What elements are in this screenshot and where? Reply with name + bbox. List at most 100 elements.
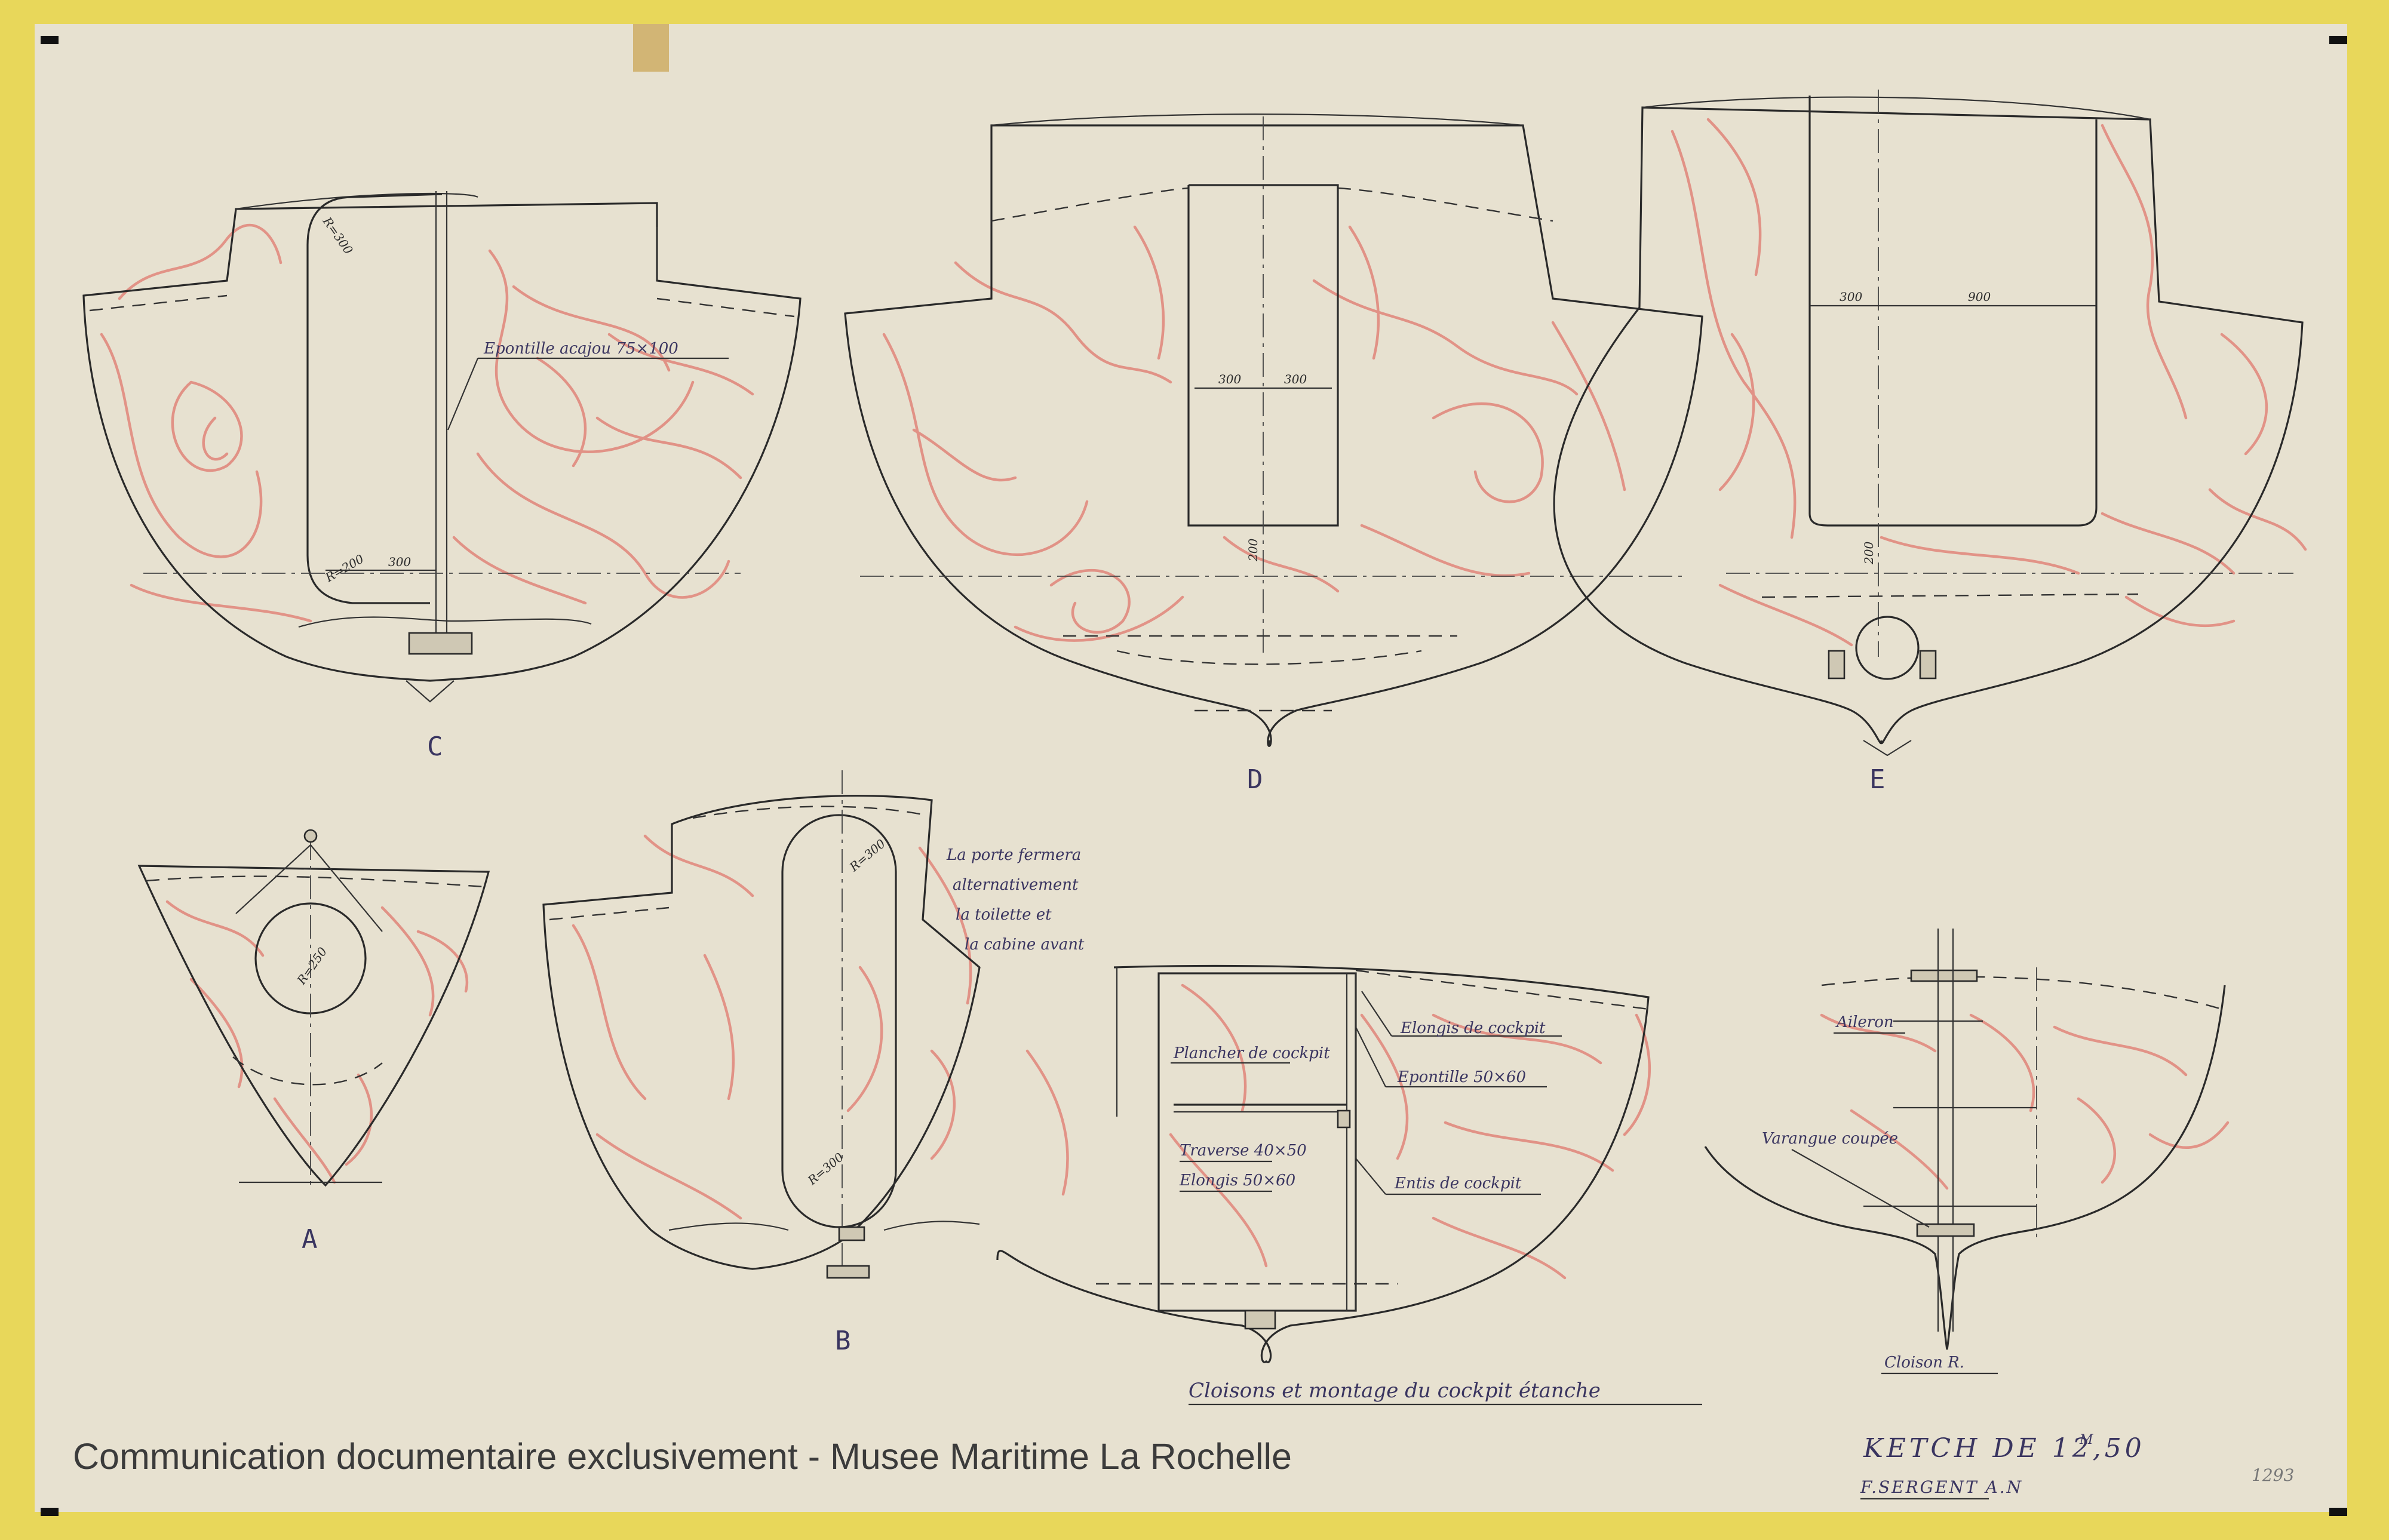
traverse [1337,1109,1351,1129]
section-e: 300 900 200 E [1553,90,2307,795]
wood-grain [1025,983,1651,1280]
door-opening [1808,96,2098,527]
sheet-number: 1293 [2252,1465,2294,1485]
dim-900: 900 [1968,290,1991,304]
deck-line [1337,187,1553,222]
floor-line [883,1221,980,1231]
deck-line [89,294,228,312]
cockpit-label-traverse: Traverse 40×50 [1180,1142,1307,1160]
coachroof [1642,96,2151,121]
deck-line [1821,976,2222,1010]
radius-bottom: R=300 [804,1149,846,1188]
coachroof [991,113,1524,127]
hull-outline [1704,985,2226,1350]
wood-grain [1671,118,2307,647]
dim-300-left: 300 [1218,372,1241,386]
radius: R=250 [294,945,330,988]
pillar-note: Epontille acajou 75×100 [483,340,678,358]
drawing-title: KETCH DE 12,50 [1863,1433,2145,1464]
door-note-line2: alternativement [953,876,1079,894]
dim-200: 200 [1862,542,1876,565]
engine-bearer [1828,650,1846,680]
hull-outline [137,865,490,1187]
keel-block [838,1226,865,1241]
corner-clip [41,1508,59,1516]
hull-outline [844,124,1703,747]
floor-line [668,1222,789,1231]
keel-bottom [406,680,455,703]
sheer-line [235,192,478,210]
shaft-tube [1855,616,1920,680]
dim-200: 200 [1246,539,1260,562]
deck-line [692,806,926,819]
wood-grain [572,834,972,1220]
section-b: R=300 R=300 La porte fermera alternative… [542,770,1085,1356]
section-label: B [835,1326,851,1356]
drawing-sheet [35,24,2347,1512]
label-varangue: Varangue coupée [1762,1130,1898,1148]
cockpit-label-elongis: Elongis de cockpit [1400,1019,1546,1037]
radius-bottom: R=200 [323,551,367,585]
door-opening [1187,184,1339,527]
title-block: KETCH DE 12,50 M F.SERGENT A.N 1293 [1860,1433,2294,1500]
stay [235,844,311,914]
dim-300: 300 [1840,290,1862,304]
deck-line [656,297,795,318]
deck-line [1355,969,1649,1010]
dim-300-right: 300 [1284,372,1307,386]
deck-line [549,906,670,921]
door-note-line1: La porte fermera [946,846,1081,864]
section-a: R=250 A [137,829,490,1255]
wood-grain [100,223,754,623]
stay [310,844,383,932]
section-label: E [1869,764,1886,795]
floor-line [1761,593,2139,598]
cockpit-label-entis: Entis de cockpit [1394,1175,1522,1192]
keel-block [408,632,473,655]
fitting [303,829,318,843]
hull-outline [542,794,981,1270]
radius-top: R=300 [846,836,888,874]
deck-line [146,875,484,888]
floor-line [1116,650,1422,665]
section-label: D [1247,764,1263,795]
hull-outline [996,964,1650,1363]
leader-line [1791,1149,1930,1228]
tape-strip [633,24,669,72]
section-c: 300 R=300 R=200 Epontille acajou 75×100 … [82,191,802,762]
wood-grain [882,225,1626,642]
label-aileron: Aileron [1835,1013,1894,1031]
watermark-caption: Communication documentaire exclusivement… [73,1436,1292,1477]
section-r: Aileron Varangue coupée Cloison R. [1704,929,2230,1375]
leader-line [1355,1158,1386,1195]
floor-line [232,1056,383,1086]
cockpit-label-elongis2: Elongis 50×60 [1179,1172,1295,1189]
keel-bottom [1863,740,1912,757]
leader-line [447,358,479,431]
keel-block [1244,1310,1276,1330]
hull-outline [82,202,802,682]
floor-line [298,616,592,628]
leader-line [1355,1026,1386,1087]
section-d: 300 300 200 D [844,113,1703,795]
title-unit: M [2079,1433,2093,1447]
hull-outline [1553,106,2304,745]
engine-bearer [1919,650,1937,680]
keel [826,1265,870,1279]
cockpit-label-plancher: Plancher de cockpit [1173,1044,1330,1062]
corner-clip [41,36,59,44]
cockpit-title: Cloisons et montage du cockpit étanche [1189,1379,1601,1403]
wood-grain [1820,1013,2230,1190]
cockpit-label-epontille: Epontille 50×60 [1397,1068,1526,1086]
door-note-line4: la cabine avant [965,936,1085,954]
section-cockpit: Elongis de cockpit Plancher de cockpit E… [996,964,1702,1406]
radius-top: R=300 [320,214,356,257]
deck-line [991,187,1189,222]
section-label: A [302,1224,318,1255]
wood-grain [165,900,469,1184]
deck-fitting [1910,969,1978,982]
dim-300: 300 [388,555,411,569]
door-note-line3: la toilette et [956,906,1052,924]
leader-line [1361,991,1392,1037]
